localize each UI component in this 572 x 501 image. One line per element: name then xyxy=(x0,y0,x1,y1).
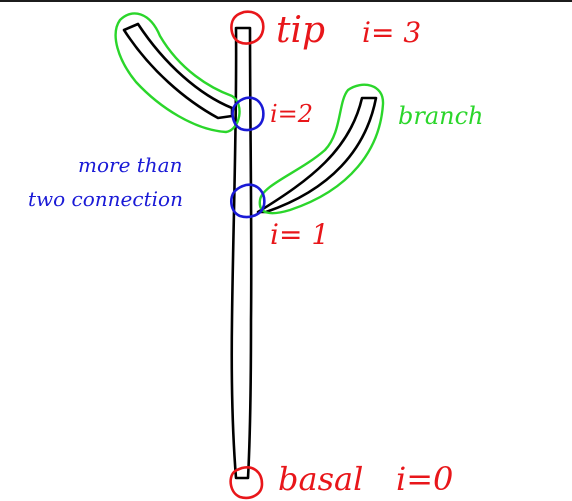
upper-junction-index-label: i=2 xyxy=(270,100,313,128)
basal-node-circle xyxy=(229,466,264,500)
connection-note-line1: more than xyxy=(78,153,182,177)
lower-junction-index-label: i= 1 xyxy=(270,218,329,251)
basal-label: basal xyxy=(278,460,363,498)
branch-label: branch xyxy=(398,102,484,130)
lower-junction-circle xyxy=(230,183,266,219)
main-stem xyxy=(230,26,253,480)
tip-index-label: i= 3 xyxy=(362,16,421,49)
upper-branch xyxy=(122,22,234,120)
upper-junction-circle xyxy=(231,96,265,132)
lower-branch-outline xyxy=(258,83,385,215)
basal-index-label: i=0 xyxy=(396,460,453,498)
tip-label: tip xyxy=(276,10,325,51)
lower-branch xyxy=(256,96,378,214)
connection-note-line2: two connection xyxy=(28,187,183,211)
upper-branch-outline xyxy=(114,12,241,134)
tip-node-circle xyxy=(230,10,265,45)
